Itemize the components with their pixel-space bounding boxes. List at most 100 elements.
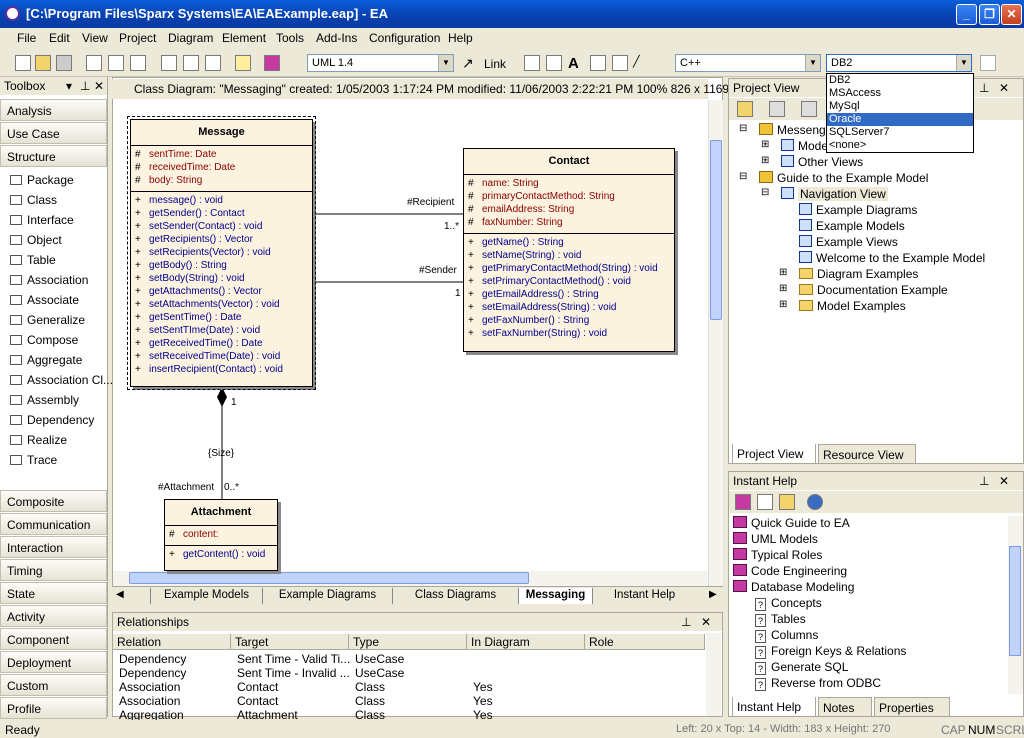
toolbox-group-structure[interactable]: Structure [0,145,107,167]
class-attachment[interactable]: Attachment #content: +getContent() : voi… [164,499,278,571]
relationship-cell[interactable]: Sent Time - Invalid ... [237,666,350,680]
relationship-cell[interactable]: Class [355,680,386,694]
class-operation[interactable]: +setRecipients(Vector) : void [135,247,308,260]
relationship-cell[interactable]: Contact [237,694,279,708]
tree-node[interactable]: Messenger [759,123,836,137]
menu-view[interactable]: View [82,31,108,45]
class-operation[interactable]: +setSentTIme(Date) : void [135,325,308,338]
pin-icon[interactable]: ⊥ [979,81,990,95]
uml-version-select[interactable]: UML 1.4▼ [307,54,454,72]
tree-node[interactable]: Welcome to the Example Model [799,251,985,265]
database-select[interactable]: DB2▼ [826,54,972,72]
col-in-diagram[interactable]: In Diagram [467,634,585,650]
toolbox-item-association-cl-[interactable]: Association Cl... [10,373,113,387]
toolbox-group-analysis[interactable]: Analysis [0,99,107,121]
tree-expander-icon[interactable]: ⊞ [779,267,788,278]
help-item[interactable]: ?Columns [755,628,818,643]
tree-expander-icon[interactable]: ⊟ [739,123,748,134]
class-attribute[interactable]: #primaryContactMethod: String [468,191,670,204]
relationship-cell[interactable]: Yes [473,694,493,708]
close-icon[interactable]: ✕ [999,81,1010,95]
toolbox-group-activity[interactable]: Activity [0,605,107,627]
col-type[interactable]: Type [349,634,467,650]
relationships-vscroll[interactable] [706,633,721,716]
notes-icon[interactable] [235,55,251,71]
menu-tools[interactable]: Tools [276,31,305,45]
help-item[interactable]: ?Tables [755,612,806,627]
toolbox-item-aggregate[interactable]: Aggregate [10,353,82,367]
toolbox-group-custom[interactable]: Custom [0,674,107,696]
page-icon[interactable] [183,55,199,71]
tab-properties[interactable]: Properties [874,697,950,717]
toolbox-item-interface[interactable]: Interface [10,213,74,227]
toolbox-group-component[interactable]: Component [0,628,107,650]
relationship-cell[interactable]: UseCase [355,666,405,680]
cut-icon[interactable] [86,55,102,71]
relationship-cell[interactable]: Contact [237,680,279,694]
tree-expander-icon[interactable]: ⊞ [761,139,770,150]
class-operation[interactable]: +getBody() : String [135,260,308,273]
class-operation[interactable]: +getRecipients() : Vector [135,234,308,247]
new-package-icon[interactable] [737,101,753,117]
class-operation[interactable]: +getReceivedTime() : Date [135,338,308,351]
relationship-cell[interactable]: Yes [473,708,493,722]
tab-messaging[interactable]: Messaging [518,588,592,604]
pin-icon[interactable]: ⊥ [979,474,990,488]
link-arrow-icon[interactable]: ↗ [462,55,474,71]
help-book-icon[interactable] [264,55,280,71]
class-contact[interactable]: Contact #name: String#primaryContactMeth… [463,148,675,352]
toolbox-item-table[interactable]: Table [10,253,56,267]
relationship-cell[interactable]: Attachment [237,708,298,722]
tab-instant-help[interactable]: Instant Help [592,588,696,604]
tab-instant-help-panel[interactable]: Instant Help [732,697,816,717]
hscroll-thumb[interactable] [129,572,529,584]
tree-expander-icon[interactable]: ⊞ [761,155,770,166]
menu-project[interactable]: Project [119,31,157,45]
menu-element[interactable]: Element [222,31,267,45]
toolbox-item-package[interactable]: Package [10,173,74,187]
help-item[interactable]: Code Engineering [733,564,847,578]
tree-node[interactable]: Other Views [781,155,863,169]
dropdown-option[interactable]: DB2 [829,74,851,86]
tab-example-diagrams[interactable]: Example Diagrams [262,588,392,604]
class-operation[interactable]: +getEmailAddress() : String [468,289,670,302]
class-operation[interactable]: +getSentTime() : Date [135,312,308,325]
class-operation[interactable]: +insertRecipient(Contact) : void [135,364,308,377]
print-icon[interactable] [205,55,221,71]
toolbox-group-deployment[interactable]: Deployment [0,651,107,673]
line-icon[interactable]: ╱ [633,56,640,68]
close-icon[interactable]: ✕ [701,615,712,629]
class-message[interactable]: Message #sentTime: Date#receivedTime: Da… [127,116,316,390]
menu-addins[interactable]: Add-Ins [316,31,358,45]
class-operation[interactable]: +getAttachments() : Vector [135,286,308,299]
class-operation[interactable]: +setAttachments(Vector) : void [135,299,308,312]
menu-configuration[interactable]: Configuration [369,31,441,45]
tree-node[interactable]: Model Examples [799,299,906,313]
col-relation[interactable]: Relation [113,634,231,650]
vscroll-thumb[interactable] [710,140,722,320]
toolbox-group-interaction[interactable]: Interaction [0,536,107,558]
image-icon[interactable] [612,55,628,71]
tab-resource-view[interactable]: Resource View [818,444,916,464]
dropdown-option[interactable]: MSAccess [829,87,881,99]
toolbox-group-composite[interactable]: Composite [0,490,107,512]
help-item[interactable]: UML Models [733,532,818,546]
save-icon[interactable] [56,55,72,71]
relationship-cell[interactable]: Dependency [119,652,187,666]
relationship-cell[interactable]: Yes [473,680,493,694]
toolbox-group-profile[interactable]: Profile [0,697,107,719]
copy-icon[interactable] [108,55,124,71]
relationship-cell[interactable]: UseCase [355,652,405,666]
note-icon[interactable] [546,55,562,71]
rectangle-icon[interactable] [524,55,540,71]
menu-file[interactable]: File [17,31,37,45]
tab-project-view[interactable]: Project View [732,444,816,464]
toolbox-item-compose[interactable]: Compose [10,333,78,347]
help-index-icon[interactable] [779,494,795,510]
relationship-cell[interactable]: Aggregation [119,708,184,722]
tree-expander-icon[interactable]: ⊞ [779,299,788,310]
class-operation[interactable]: +setSender(Contact) : void [135,221,308,234]
class-attribute[interactable]: #receivedTime: Date [135,162,308,175]
help-item[interactable]: ?Foreign Keys & Relations [755,644,906,659]
